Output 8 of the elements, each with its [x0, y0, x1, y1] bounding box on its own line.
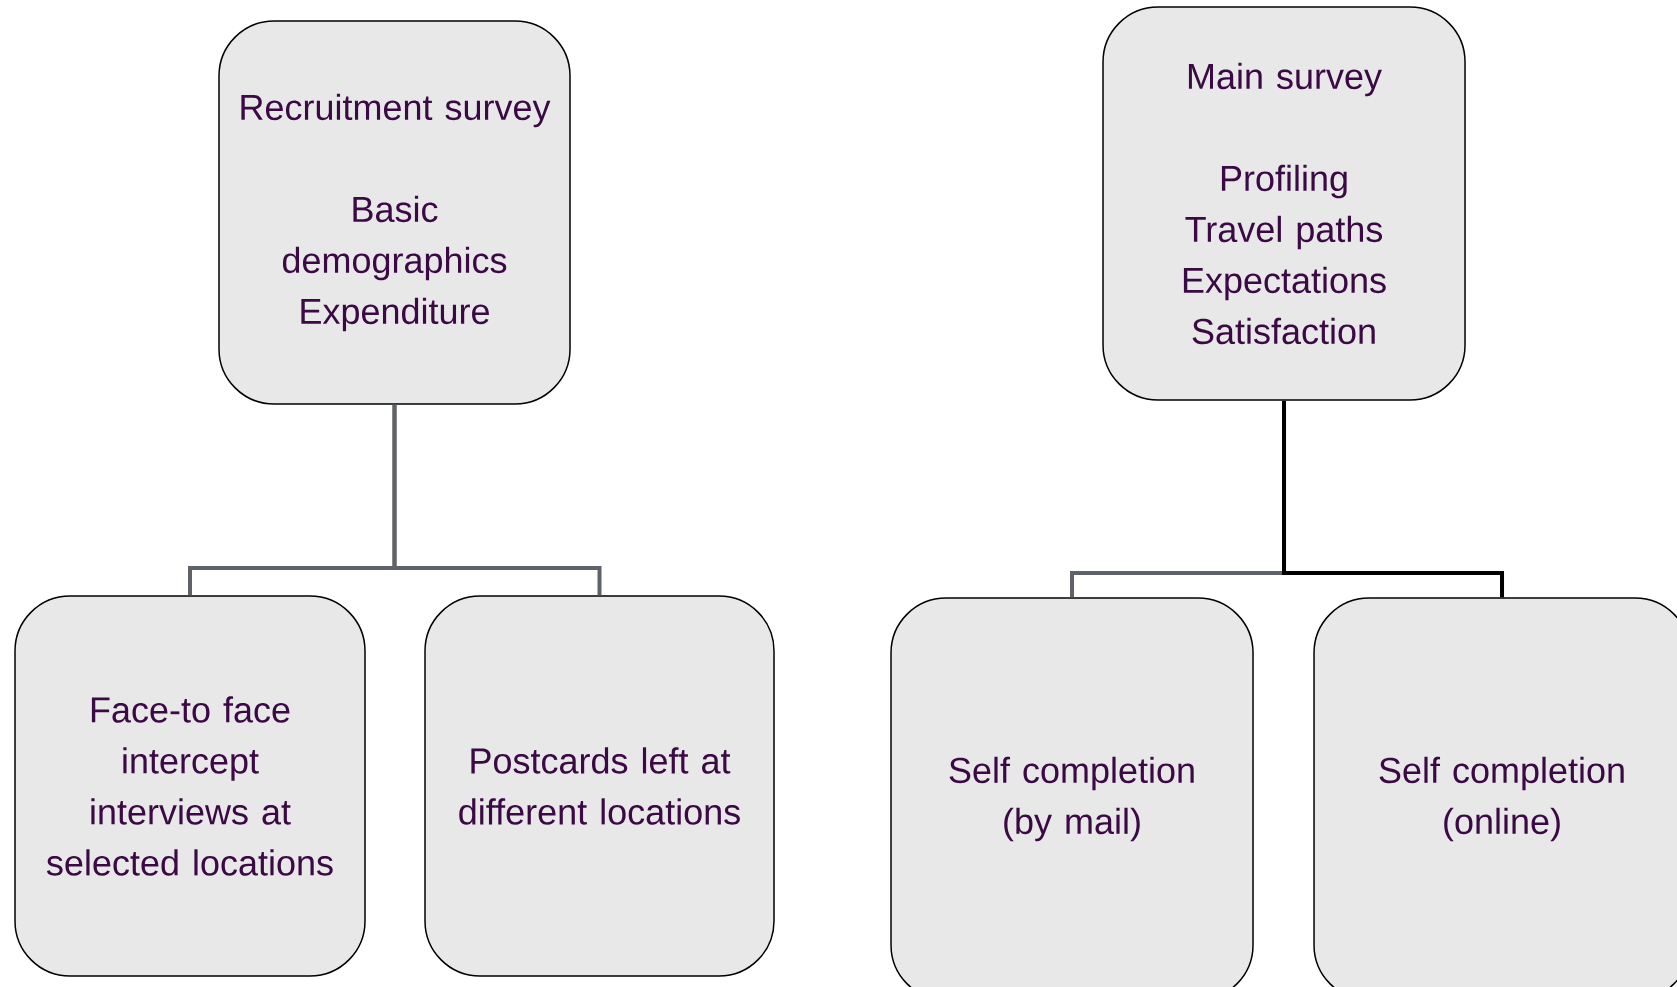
process-box: Face-to face intercept interviews at selected locations	[14, 595, 366, 977]
process-box: Main survey Profiling Travel paths Expectations Satisfaction	[1102, 6, 1466, 401]
process-box: Self completion (by mail)	[890, 597, 1254, 987]
process-box: Postcards left at different locations	[424, 595, 775, 977]
process-box: Self completion (online)	[1313, 597, 1677, 987]
connector	[392, 404, 602, 596]
connector	[1282, 400, 1504, 598]
process-box: Recruitment survey Basic demographics Expenditure	[218, 20, 571, 405]
